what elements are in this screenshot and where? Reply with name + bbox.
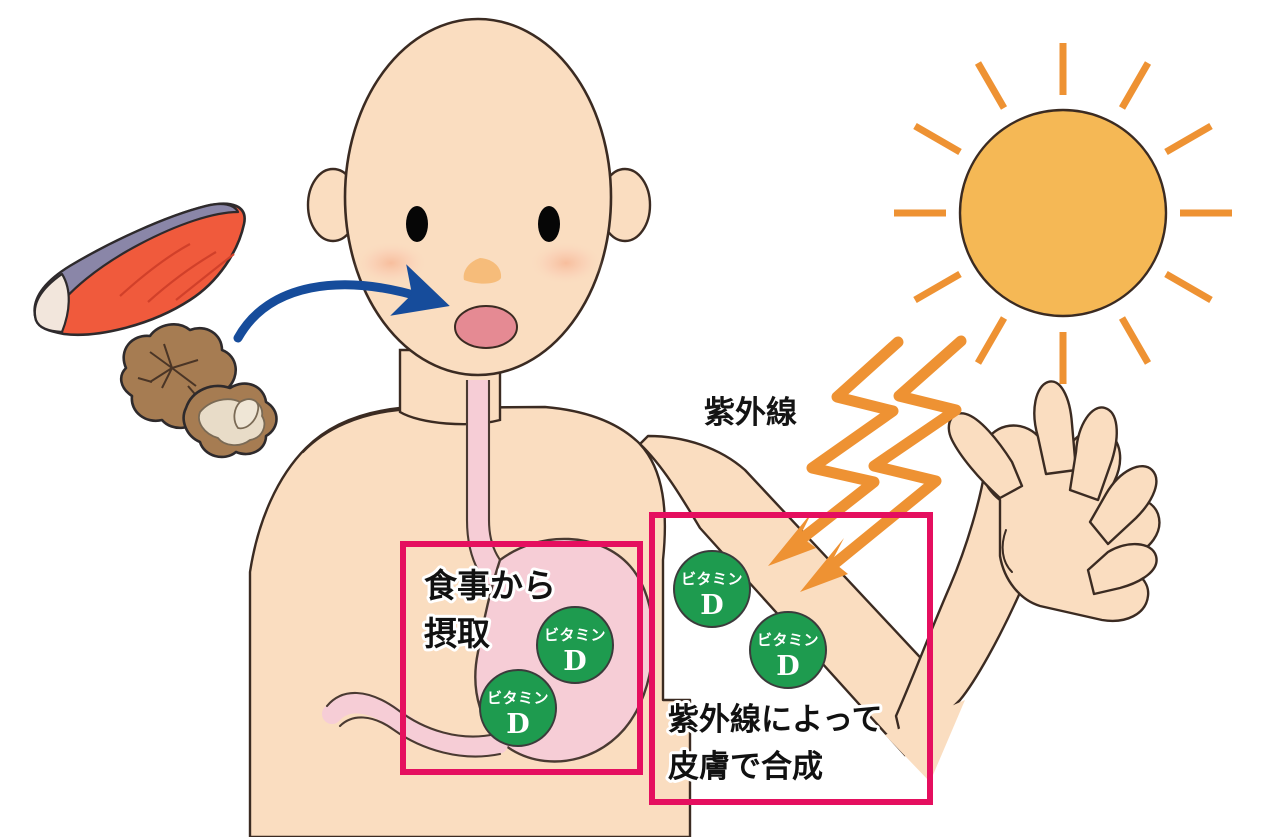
blush-left [354,241,428,285]
dietary-intake-label-line1: 食事から [424,566,556,605]
sun-rays [894,43,1232,384]
salmon-grain-2 [147,251,217,303]
duodenum-outline-bottom [338,716,502,758]
vitamin-badge: ビタミン D [749,611,827,689]
vitamin-d-badges: ビタミン D ビタミン D ビタミン D ビタミン D [479,550,827,747]
head [306,17,652,377]
vitamin-letter-label: D [563,646,586,677]
uv-arrowhead-2 [800,538,848,592]
salmon-belly [33,272,70,334]
vitamin-circle [749,611,827,689]
dietary-intake-label-line2: 摂取 [424,614,490,653]
uv-arrowhead-1 [768,512,816,566]
mouth [454,305,518,349]
salmon-grain-3 [175,253,235,301]
finger-index [1033,380,1078,476]
vitamin-kana-label: ビタミン [487,689,549,707]
vitamin-circle [536,606,614,684]
mushroom-stem [233,398,260,430]
duodenum [322,693,508,757]
skin-synthesis-label-line2: 皮膚で合成 [668,749,823,785]
shoulder-line-left [301,408,401,454]
salmon-grain-1 [119,243,191,297]
hand [947,380,1161,623]
finger-pinky [1086,543,1158,596]
nose [463,258,502,284]
vitamin-kana-label: ビタミン [681,570,743,588]
uv-bolt-right [816,335,967,580]
vitamin-letter-label: D [506,709,529,740]
vitamin-circle [479,669,557,747]
vitamin-badge: ビタミン D [479,669,557,747]
dietary-intake-box [400,541,643,775]
palm-crease [1001,529,1013,573]
eye-right [538,206,560,242]
skin-synthesis-box [649,512,933,805]
elbow [885,700,965,782]
shiitake-mushrooms [119,323,278,459]
blush-right [529,241,603,285]
uv-bolt-left [784,336,904,554]
uv-bolts [784,335,967,580]
finger-ring [1088,465,1158,546]
human-body [248,348,1161,837]
vitamin-circle [673,550,751,628]
sun-disc [958,108,1168,318]
sun [894,43,1232,384]
vitamin-badge: ビタミン D [673,550,751,628]
salmon-fillet [33,202,246,336]
vitamin-letter-label: D [776,651,799,682]
finger-middle [1068,406,1118,502]
vitamin-kana-label: ビタミン [544,626,606,644]
vitamin-letter-label: D [700,590,723,621]
uv-ray-label: 紫外線 [704,395,797,431]
duodenum-outline-top [325,691,498,738]
vitamin-kana-label: ビタミン [757,631,819,649]
food-to-mouth-arrow[interactable] [233,264,450,343]
vitamin-badge: ビタミン D [536,606,614,684]
uv-arrowheads [768,512,848,592]
eye-left [406,206,428,242]
skin-synthesis-label-line1: 紫外線によって [668,702,883,738]
